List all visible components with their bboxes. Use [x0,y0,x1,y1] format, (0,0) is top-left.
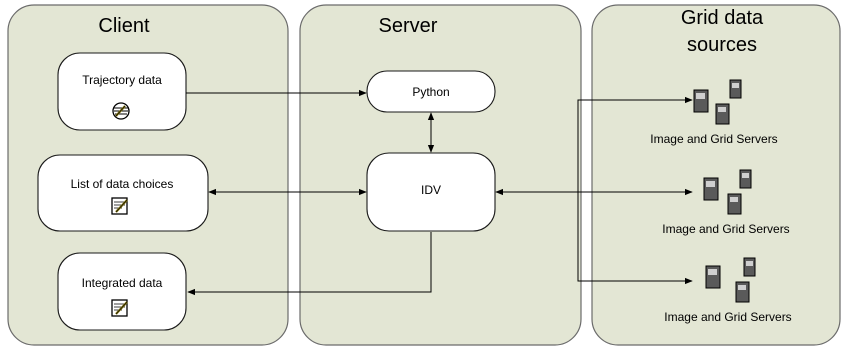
globe-document-icon [112,102,130,120]
document-pen-icon [111,299,128,317]
idv-to-integrated-arrow [187,232,432,296]
data-choices-node: List of data choices [37,154,209,232]
idv-node: IDV [366,152,496,232]
python-node: Python [366,70,496,113]
server-cluster-3: Image and Grid Servers [664,257,792,324]
server-cluster-icon [703,169,752,215]
server-panel-title: Server [379,15,438,37]
python-label: Python [412,85,449,99]
trajectory-data-node: Trajectory data [57,52,187,131]
integrated-data-label: Integrated data [82,276,163,290]
server-label: Image and Grid Servers [650,132,777,146]
grid-panel-title-line1: Grid data [681,7,764,29]
grid-panel: Grid data sources [591,4,841,346]
document-pen-icon [111,197,128,215]
grid-panel-title-line2: sources [687,34,757,56]
integrated-data-node: Integrated data [57,252,187,331]
idv-label: IDV [421,183,441,197]
server-label: Image and Grid Servers [662,222,789,236]
client-panel-title: Client [98,15,150,37]
data-choices-label: List of data choices [71,177,174,191]
server-cluster-2: Image and Grid Servers [662,169,790,236]
server-label: Image and Grid Servers [664,310,791,324]
server-cluster-1: Image and Grid Servers [650,79,778,146]
server-cluster-icon [705,257,756,303]
trajectory-data-label: Trajectory data [82,73,162,87]
server-cluster-icon [693,79,742,125]
